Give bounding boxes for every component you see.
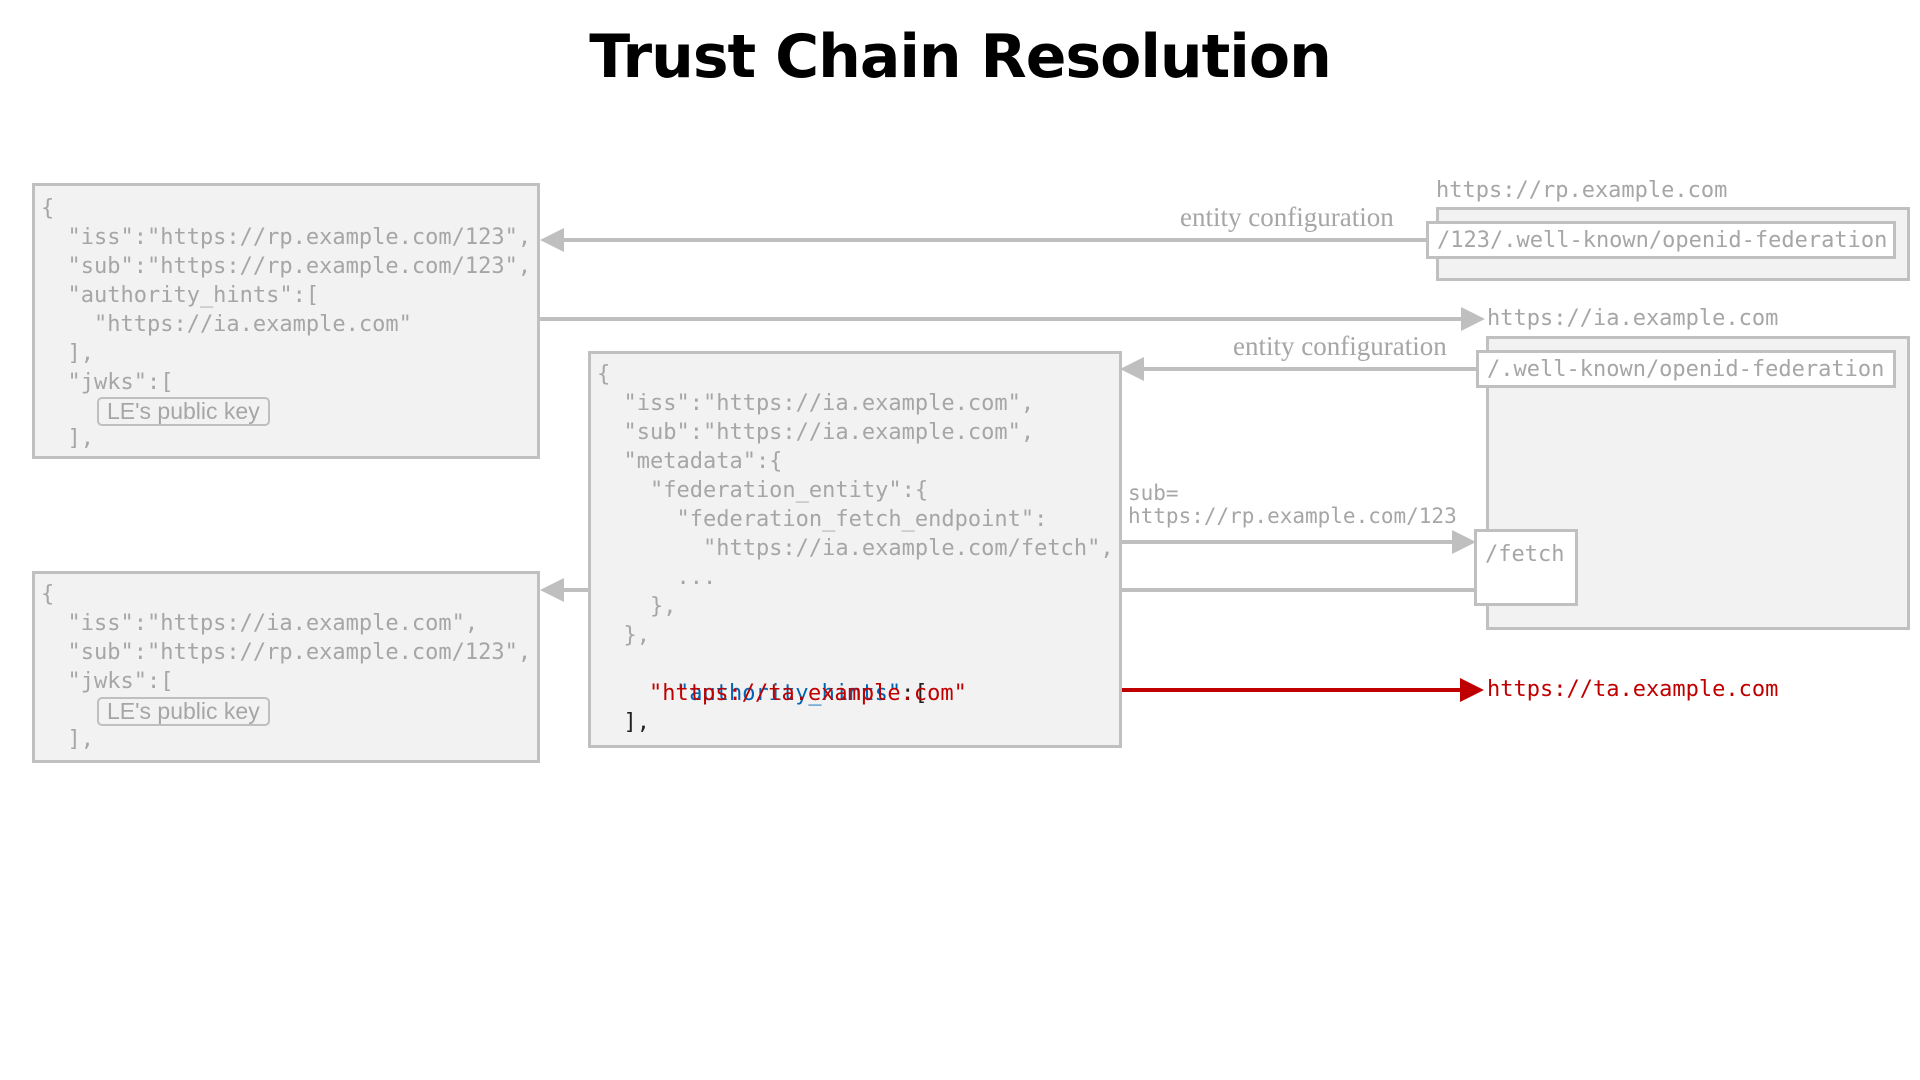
- code-line: ],: [597, 710, 650, 735]
- rp-well-known-endpoint[interactable]: /123/.well-known/openid-federation: [1426, 221, 1896, 259]
- code-line: "federation_entity":{: [597, 478, 929, 503]
- public-key-badge: LE's public key: [97, 697, 270, 726]
- arrow-fetch-request: [1112, 530, 1476, 554]
- authority-hints-bracket: :[: [901, 681, 928, 706]
- page-title: Trust Chain Resolution: [589, 22, 1332, 92]
- authority-hint-ta: "https://ta.example.com": [649, 681, 967, 706]
- code-line: "sub":"https://ia.example.com",: [597, 420, 1035, 445]
- public-key-badge: LE's public key: [97, 397, 270, 426]
- code-line: "iss":"https://ia.example.com",: [41, 611, 479, 636]
- ia-server-host: https://ia.example.com: [1487, 306, 1779, 331]
- ia-entity-statement: { "iss":"https://ia.example.com", "sub":…: [588, 351, 1122, 748]
- rp-server-host: https://rp.example.com: [1436, 178, 1728, 203]
- code-line: },: [597, 623, 650, 648]
- ta-server-host: https://ta.example.com: [1487, 677, 1779, 702]
- ia-fetch-endpoint[interactable]: /fetch: [1474, 529, 1578, 606]
- arrow-authority-hint-ia: [416, 307, 1485, 331]
- code-line: "federation_fetch_endpoint":: [597, 507, 1048, 532]
- arrow-rp-entity-configuration: [540, 228, 1426, 252]
- code-line: {: [597, 362, 611, 387]
- ia-well-known-path: /.well-known/openid-federation: [1487, 357, 1885, 382]
- sub-param-label: sub=: [1128, 481, 1179, 505]
- authority-hint-ia: "https://ia.example.com": [41, 312, 412, 337]
- code-line: "jwks":[: [41, 370, 174, 395]
- code-line: "jwks":[: [41, 669, 174, 694]
- fetch-endpoint-value: "https://ia.example.com/fetch",: [597, 536, 1114, 561]
- authority-hints-key: "authority_hints":[: [623, 650, 928, 737]
- sub-param-value: https://rp.example.com/123: [1128, 504, 1457, 528]
- code-line: "sub":"https://rp.example.com/123",: [41, 640, 532, 665]
- code-line: ...: [597, 565, 717, 590]
- code-line: {: [41, 582, 55, 607]
- code-line: "authority_hints":[: [41, 283, 320, 308]
- code-line: "iss":"https://ia.example.com",: [597, 391, 1035, 416]
- code-line: "sub":"https://rp.example.com/123",: [41, 254, 532, 279]
- rp-well-known-path: /123/.well-known/openid-federation: [1437, 228, 1888, 253]
- code-line: ],: [41, 727, 94, 752]
- rp-entity-statement: { "iss":"https://rp.example.com/123", "s…: [32, 183, 540, 459]
- arrow-ia-entity-configuration: [1120, 357, 1476, 381]
- code-line: "iss":"https://rp.example.com/123",: [41, 225, 532, 250]
- ia-well-known-endpoint[interactable]: /.well-known/openid-federation: [1476, 350, 1896, 388]
- code-line: ],: [41, 341, 94, 366]
- label-entity-configuration: entity configuration: [1233, 331, 1447, 361]
- code-line: {: [41, 196, 55, 221]
- subordinate-statement: { "iss":"https://ia.example.com", "sub":…: [32, 571, 540, 763]
- authority-hints-label: "authority_hints": [675, 681, 902, 706]
- code-line: },: [597, 594, 677, 619]
- code-line: ],: [41, 426, 94, 451]
- label-entity-configuration: entity configuration: [1180, 202, 1394, 232]
- code-line: "metadata":{: [597, 449, 783, 474]
- ia-fetch-path: /fetch: [1485, 542, 1565, 567]
